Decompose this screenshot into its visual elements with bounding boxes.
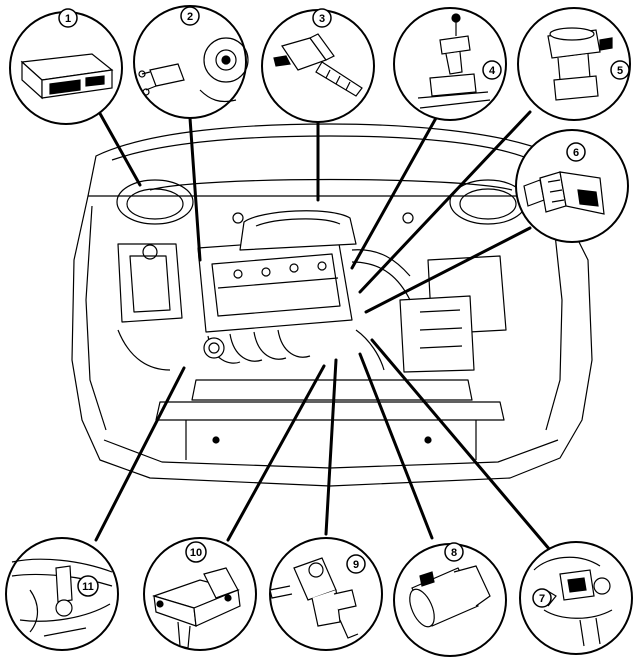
valve-sensor-icon [273, 33, 363, 97]
callout-10: 10 [143, 537, 257, 651]
callout-9: 9 [269, 537, 383, 651]
callout-4: 4 [393, 7, 507, 121]
callout-number-10: 10 [190, 547, 202, 559]
callout-number-8: 8 [451, 547, 457, 559]
callout-7: 7 [519, 541, 633, 655]
crankshaft-sensor-icon [138, 37, 249, 103]
leader-line-8 [358, 352, 434, 540]
leader-line-1 [96, 108, 142, 187]
throttle-sensor-icon [533, 556, 613, 647]
leader-line-4 [350, 116, 438, 270]
temperature-sensor-icon [523, 171, 605, 215]
callout-5: 5 [517, 7, 631, 121]
idle-air-valve-icon [409, 565, 491, 628]
leader-line-7 [370, 338, 552, 552]
knock-sensor-icon [11, 558, 113, 637]
leader-line-2 [188, 116, 202, 262]
leader-line-6 [364, 226, 532, 314]
callout-number-1: 1 [65, 13, 71, 25]
solenoid-valve-icon [269, 557, 359, 639]
leader-line-9 [324, 358, 338, 536]
callout-number-7: 7 [539, 593, 545, 605]
callout-number-3: 3 [319, 13, 325, 25]
callout-3: 3 [261, 8, 375, 123]
callout-1: 1 [9, 8, 123, 125]
egr-valve-icon [547, 27, 613, 101]
map-sensor-icon [152, 567, 241, 649]
callout-number-4: 4 [489, 65, 496, 77]
callout-11: 11 [5, 537, 119, 651]
callout-number-5: 5 [617, 65, 623, 77]
callout-number-2: 2 [187, 11, 193, 23]
callout-number-9: 9 [353, 559, 359, 571]
callout-number-11: 11 [82, 581, 94, 593]
control-unit-icon [20, 53, 114, 100]
callout-2: 2 [133, 5, 249, 119]
leader-line-5 [358, 110, 532, 294]
callout-number-6: 6 [573, 147, 579, 159]
callout-6: 6 [515, 129, 629, 243]
leader-line-10 [226, 364, 326, 542]
camshaft-sensor-icon [417, 13, 491, 109]
leader-line-11 [94, 366, 186, 542]
callout-8: 8 [393, 542, 507, 657]
leader-lines [94, 108, 552, 552]
